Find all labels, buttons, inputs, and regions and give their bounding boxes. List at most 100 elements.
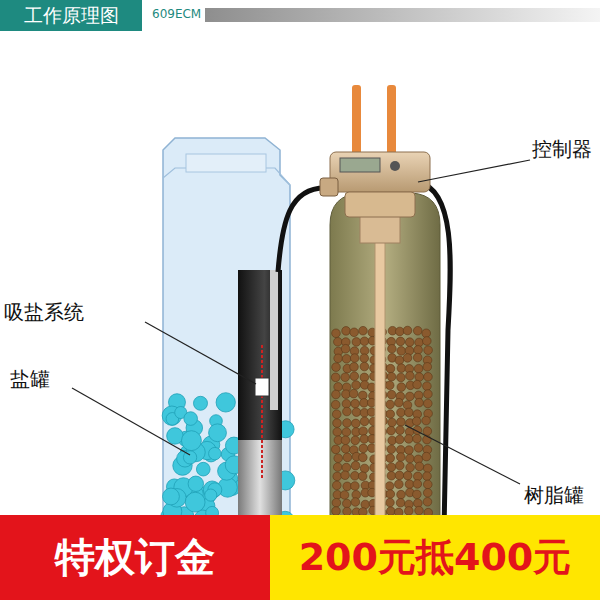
resin-bead <box>414 364 423 373</box>
resin-bead <box>351 471 360 480</box>
salt-pebble <box>196 462 210 476</box>
resin-bead <box>395 480 404 489</box>
resin-bead <box>350 354 359 363</box>
leader-line <box>405 425 520 484</box>
resin-bead <box>351 498 360 507</box>
resin-bead <box>395 435 404 444</box>
resin-bead <box>334 354 343 363</box>
resin-bead <box>388 418 397 427</box>
resin-bead <box>340 491 349 500</box>
salt-pebble <box>181 431 201 451</box>
resin-bead <box>413 480 422 489</box>
resin-bead <box>341 445 350 454</box>
resin-bead <box>405 480 414 489</box>
valve-body <box>345 192 415 217</box>
salt-pebble <box>205 489 217 501</box>
resin-bead <box>397 373 406 382</box>
resin-bead <box>333 419 342 428</box>
resin-bead <box>405 446 414 455</box>
resin-bead <box>349 389 358 398</box>
resin-bead <box>397 347 406 356</box>
resin-bead <box>358 472 367 481</box>
resin-bead <box>360 337 369 346</box>
resin-bead <box>413 326 422 335</box>
resin-bead <box>343 482 352 491</box>
resin-bead <box>403 471 412 480</box>
resin-bead <box>360 464 369 473</box>
salt-pebble <box>185 492 205 512</box>
node-text: 特权订金 <box>55 530 215 585</box>
resin-bead <box>334 383 343 392</box>
salt-tank-lid <box>186 154 266 172</box>
salt-pebble <box>167 428 183 444</box>
resin-bead <box>415 462 424 471</box>
resin-bead <box>332 481 341 490</box>
resin-bead <box>360 362 369 371</box>
resin-bead <box>424 346 433 355</box>
resin-bead <box>334 454 343 463</box>
resin-bead <box>342 390 351 399</box>
resin-bead <box>396 498 405 507</box>
salt-pebble <box>188 476 203 491</box>
resin-bead <box>351 419 360 428</box>
controller-display <box>340 158 380 172</box>
resin-bead <box>405 338 414 347</box>
resin-bead <box>422 329 431 338</box>
resin-bead <box>386 400 395 409</box>
resin-bead <box>423 480 432 489</box>
resin-bead <box>332 410 341 419</box>
resin-bead <box>406 454 415 463</box>
resin-bead <box>387 372 396 381</box>
resin-bead <box>343 419 352 428</box>
brine-well <box>238 270 282 440</box>
resin-bead <box>405 507 414 516</box>
resin-bead <box>405 408 414 417</box>
resin-bead <box>332 498 341 507</box>
resin-bead <box>352 408 361 417</box>
resin-bead <box>331 400 340 409</box>
resin-bead <box>360 435 369 444</box>
controller-body <box>330 152 430 192</box>
resin-bead <box>350 328 359 337</box>
resin-bead <box>358 391 367 400</box>
resin-bead <box>406 392 415 401</box>
resin-bead <box>352 338 361 347</box>
resin-bead <box>334 337 343 346</box>
brine-pipe <box>270 270 278 410</box>
drain-hose <box>418 182 450 530</box>
resin-bead <box>396 461 405 470</box>
resin-bead <box>387 463 396 472</box>
resin-bead <box>386 454 395 463</box>
resin-bead <box>415 398 424 407</box>
resin-bead <box>331 373 340 382</box>
resin-bead <box>413 353 422 362</box>
resin-bead <box>396 337 405 346</box>
resin-bead <box>404 435 413 444</box>
resin-bead <box>403 354 412 363</box>
resin-bead <box>403 326 412 335</box>
resin-bead <box>386 490 395 499</box>
resin-bead <box>423 498 432 507</box>
resin-bead <box>350 363 359 372</box>
resin-bead <box>413 490 422 499</box>
resin-bead <box>342 399 351 408</box>
resin-bead <box>387 426 396 435</box>
resin-bead <box>386 364 395 373</box>
distributor-tube <box>375 230 385 520</box>
resin-bead <box>341 373 350 382</box>
resin-bead <box>360 354 369 363</box>
resin-bead <box>332 363 341 372</box>
resin-bead <box>413 434 422 443</box>
resin-bead <box>351 399 360 408</box>
resin-bead <box>395 327 404 336</box>
resin-bead <box>406 372 415 381</box>
resin-bead <box>397 383 406 392</box>
model-number: 609ECM <box>152 7 201 21</box>
resin-bead <box>351 482 360 491</box>
injector <box>320 178 338 196</box>
resin-bead <box>333 472 342 481</box>
header-box: 工作原理图 <box>0 0 142 31</box>
float-rod <box>261 345 263 480</box>
resin-bead <box>386 498 395 507</box>
